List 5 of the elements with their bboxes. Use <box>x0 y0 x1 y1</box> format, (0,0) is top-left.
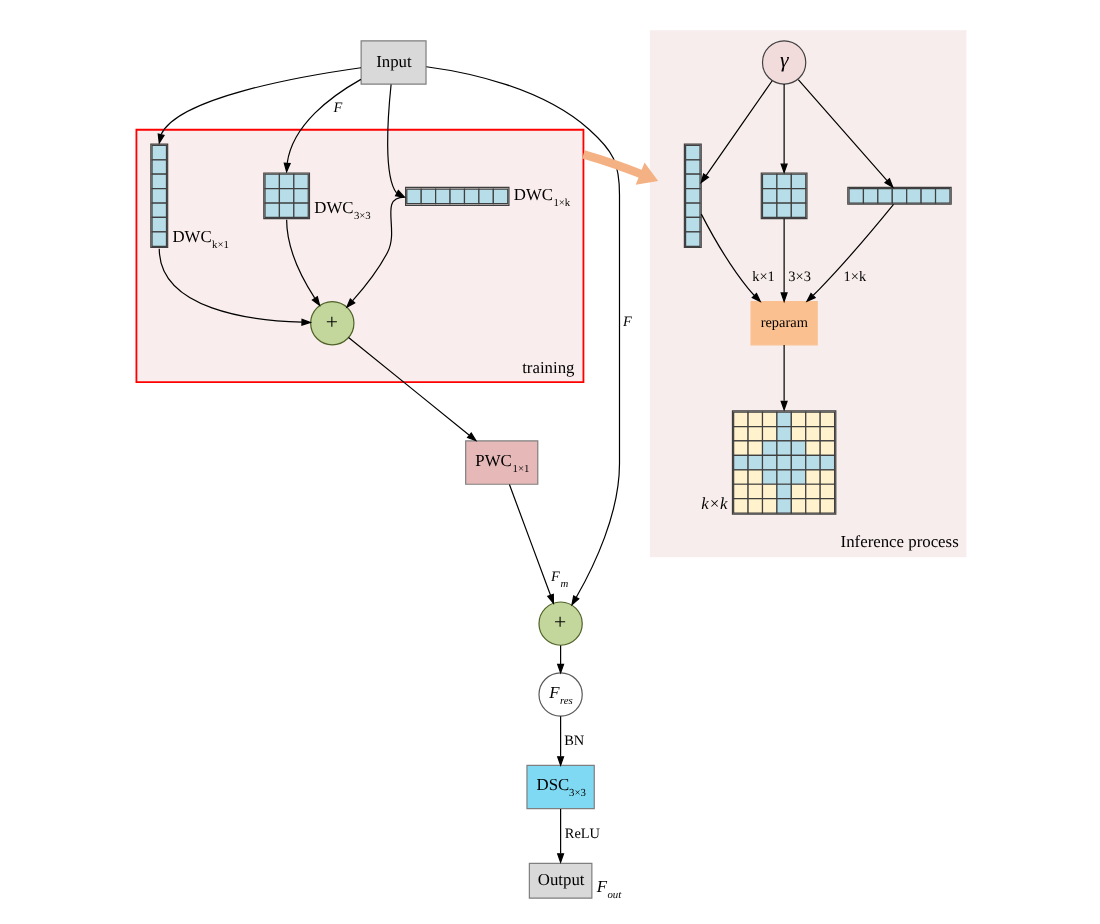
node-label: k×k <box>700 494 727 513</box>
node-label: DWC$_{1×k}$ <box>512 185 570 210</box>
node-label: DWC$_{3×3}$ <box>313 198 370 223</box>
node-label: DWC$_{k×1}$ <box>171 227 228 252</box>
node-label: F$_{out}$ <box>595 878 621 903</box>
